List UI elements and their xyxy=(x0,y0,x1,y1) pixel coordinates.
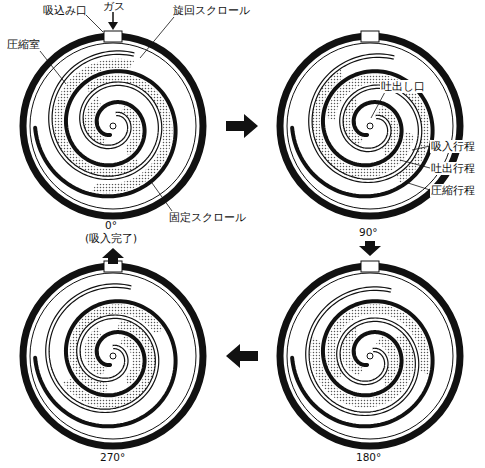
label-text: ガス xyxy=(102,0,126,13)
step-arrow xyxy=(226,344,258,368)
housing-ring xyxy=(23,36,203,216)
stroke-label: 圧縮行程 xyxy=(430,184,476,197)
leader-line xyxy=(405,182,430,190)
inlet-port xyxy=(361,261,379,272)
orbiting-scroll-core xyxy=(310,56,420,181)
stroke-label: 吸入行程 xyxy=(430,140,476,153)
scroll-panel xyxy=(23,31,203,216)
angle-label: 0° xyxy=(104,219,118,232)
leader-line xyxy=(152,183,172,211)
scroll-panel xyxy=(23,261,203,446)
orbiting-scroll xyxy=(310,56,420,181)
orbiting-scroll-core xyxy=(50,53,160,178)
step-arrow xyxy=(226,114,258,138)
angle-label: 270° xyxy=(99,451,126,464)
gas-arrow-head xyxy=(108,22,118,30)
inlet-port xyxy=(104,31,122,42)
orbiting-scroll-core xyxy=(47,286,157,411)
orbiting-scroll-core xyxy=(307,289,417,414)
angle-label: 90° xyxy=(358,226,379,239)
discharge-port xyxy=(110,353,116,359)
orbiting-scroll xyxy=(47,286,157,411)
discharge-port xyxy=(110,123,116,129)
discharge-port xyxy=(367,353,373,359)
orbiting-scroll xyxy=(307,289,417,414)
orbiting-scroll xyxy=(50,53,160,178)
discharge-port xyxy=(367,123,373,129)
leader-line xyxy=(40,51,66,84)
inner-ring xyxy=(30,273,196,439)
flow-arrows xyxy=(40,12,430,368)
leader-line xyxy=(400,160,430,168)
part-label: 固定スクロール xyxy=(168,211,247,224)
scroll-panel xyxy=(280,261,460,446)
inlet-port xyxy=(361,31,379,42)
angle-label: 180° xyxy=(355,451,382,464)
inner-ring xyxy=(30,43,196,209)
leader-line xyxy=(86,15,103,32)
inner-ring xyxy=(287,273,453,439)
part-label: 吸込み口 xyxy=(42,4,88,17)
part-label: 旋回スクロール xyxy=(172,4,251,17)
housing-ring xyxy=(280,266,460,446)
leader-line xyxy=(140,17,174,58)
step-arrow xyxy=(102,248,124,264)
part-label: 圧縮室 xyxy=(6,38,41,51)
housing-ring xyxy=(23,266,203,446)
step-arrow xyxy=(359,241,381,256)
note-label: (吸入完了) xyxy=(84,232,138,245)
stroke-label: 吐出行程 xyxy=(430,162,476,175)
leader-line xyxy=(371,92,385,118)
inner-ring xyxy=(287,43,453,209)
leader-line xyxy=(412,146,430,150)
scroll-panels xyxy=(23,31,460,446)
part-label: 吐出し口 xyxy=(380,80,426,93)
